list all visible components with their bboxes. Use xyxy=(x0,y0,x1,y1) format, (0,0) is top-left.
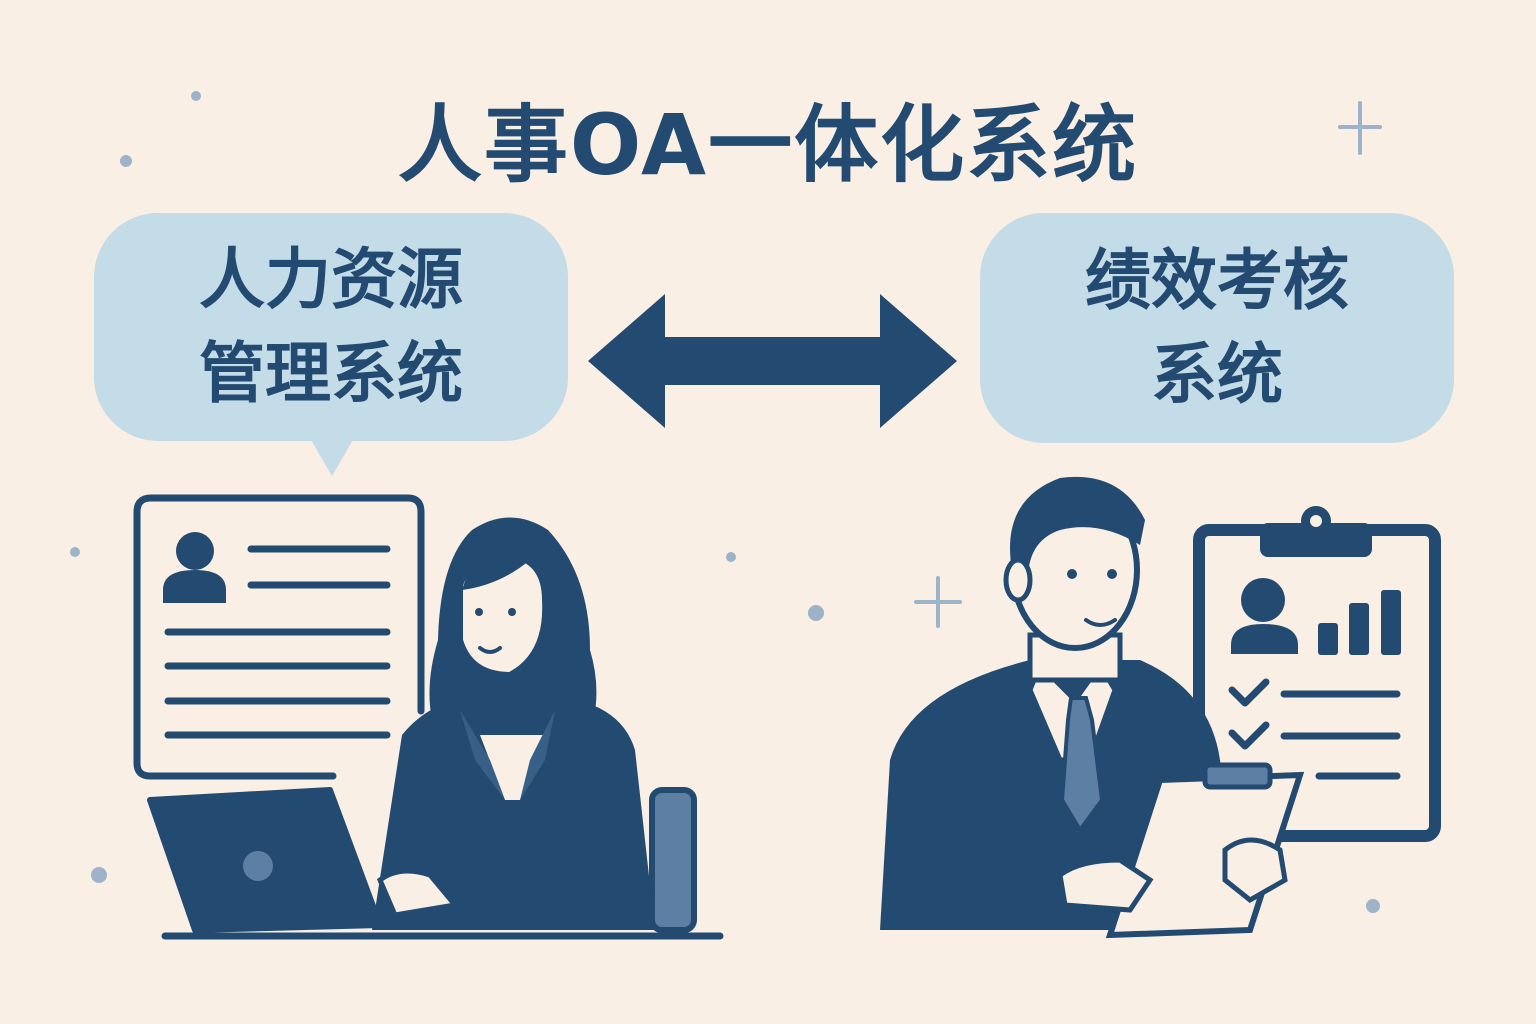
decorative-dots-icon xyxy=(70,91,1380,913)
woman-figure-icon xyxy=(372,517,697,933)
man-figure-icon xyxy=(880,476,1305,939)
performance-system-label-line1: 绩效考核 xyxy=(1085,242,1349,319)
speech-bubble-tail xyxy=(310,438,354,476)
clipboard-icon xyxy=(1193,506,1441,842)
hr-system-label-line2: 管理系统 xyxy=(199,335,463,412)
hr-system-bubble: 人力资源 管理系统 xyxy=(94,213,568,441)
laptop-icon xyxy=(147,787,724,940)
performance-system-label-line2: 系统 xyxy=(1151,336,1283,413)
profile-card-icon xyxy=(133,494,425,780)
double-arrow-icon xyxy=(588,294,957,428)
page-title: 人事OA一体化系统 xyxy=(397,96,1139,194)
performance-system-bubble: 绩效考核 系统 xyxy=(980,213,1454,443)
hr-system-label-line1: 人力资源 xyxy=(199,241,463,318)
user-avatar-icon xyxy=(163,532,226,603)
decorative-plus-icon xyxy=(914,101,1382,628)
